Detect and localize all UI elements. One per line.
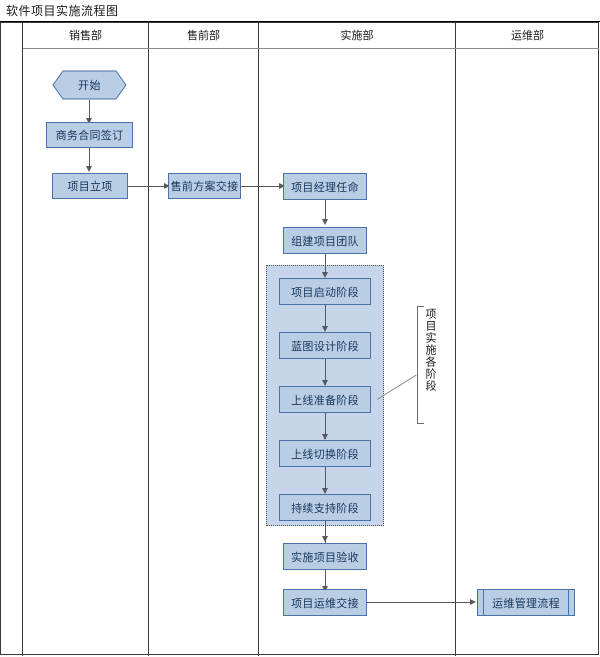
arrowhead-kickoff — [322, 272, 328, 278]
node-project-setup-label: 项目立项 — [67, 180, 113, 193]
connector-contract-to-setup — [89, 148, 90, 170]
connector-support-to-acceptance — [325, 521, 326, 543]
node-phase-prelaunch[interactable]: 上线准备阶段 — [279, 386, 371, 413]
hexagon-shape — [52, 70, 127, 100]
node-start-label: 开始 — [78, 79, 101, 92]
node-phase-cutover[interactable]: 上线切换阶段 — [279, 440, 371, 467]
arrowhead-handover — [164, 183, 170, 189]
lane-header-implementation: 实施部 — [340, 29, 374, 42]
connector-opshandover-to-opsprocess — [364, 602, 474, 603]
connector-blueprint-to-prelaunch — [325, 359, 326, 385]
node-presales-handover[interactable]: 售前方案交接 — [168, 173, 241, 199]
swimlane-frame: 销售部 售前部 实施部 运维部 — [0, 22, 599, 656]
arrowhead-cutover — [322, 434, 328, 440]
arrowhead-setup — [86, 166, 92, 172]
node-ops-process-label: 运维管理流程 — [492, 596, 560, 610]
arrowhead-team — [322, 219, 328, 225]
annotation-bracket — [417, 306, 424, 424]
connector-setup-to-handover — [128, 186, 168, 187]
connector-team-to-kickoff — [325, 254, 326, 276]
node-phase-support-label: 持续支持阶段 — [291, 501, 359, 515]
lane-divider-2 — [258, 23, 259, 656]
lane-divider-0 — [22, 23, 23, 656]
node-phase-blueprint-label: 蓝图设计阶段 — [291, 339, 359, 353]
lane-divider-3 — [455, 23, 456, 656]
node-presales-handover-label: 售前方案交接 — [170, 180, 239, 193]
node-ops-handover-label: 项目运维交接 — [291, 596, 359, 610]
node-acceptance-label: 实施项目验收 — [291, 550, 359, 564]
connector-handover-to-pm — [240, 186, 282, 187]
node-contract[interactable]: 商务合同签订 — [46, 122, 133, 148]
arrowhead-prelaunch — [322, 380, 328, 386]
node-phase-kickoff-label: 项目启动阶段 — [291, 285, 359, 299]
connector-kickoff-to-blueprint — [325, 305, 326, 331]
connector-start-to-contract — [89, 100, 90, 122]
arrowhead-pm — [279, 183, 285, 189]
lane-header-presales: 售前部 — [187, 29, 220, 42]
lane-header-operations: 运维部 — [511, 29, 544, 42]
node-phase-prelaunch-label: 上线准备阶段 — [291, 393, 359, 407]
lane-header-rule — [23, 48, 599, 49]
arrowhead-blueprint — [322, 326, 328, 332]
diagram-title: 软件项目实施流程图 — [6, 4, 119, 18]
node-acceptance[interactable]: 实施项目验收 — [283, 543, 367, 570]
connector-pm-to-team — [325, 200, 326, 222]
connector-prelaunch-to-cutover — [325, 413, 326, 439]
lane-header-sales: 销售部 — [69, 29, 102, 42]
node-contract-label: 商务合同签订 — [55, 129, 124, 142]
arrowhead-support — [322, 488, 328, 494]
node-start[interactable]: 开始 — [52, 70, 127, 100]
node-pm-appoint-label: 项目经理任命 — [291, 180, 359, 194]
node-phase-blueprint[interactable]: 蓝图设计阶段 — [279, 332, 371, 359]
node-pm-appoint[interactable]: 项目经理任命 — [283, 173, 367, 200]
connector-acceptance-to-opshandover — [325, 570, 326, 592]
annotation-label: 项目实施各阶段 — [424, 308, 437, 392]
node-ops-process[interactable]: 运维管理流程 — [477, 589, 575, 616]
lane-divider-1 — [148, 23, 149, 656]
arrowhead-contract — [86, 118, 92, 124]
node-project-setup[interactable]: 项目立项 — [52, 173, 128, 199]
title-bar: 软件项目实施流程图 — [0, 0, 600, 22]
node-phase-kickoff[interactable]: 项目启动阶段 — [279, 278, 371, 305]
node-team-build[interactable]: 组建项目团队 — [283, 227, 367, 254]
node-phase-cutover-label: 上线切换阶段 — [291, 447, 359, 461]
arrowhead-acceptance — [322, 536, 328, 542]
connector-cutover-to-support — [325, 467, 326, 493]
arrowhead-opsprocess — [470, 599, 476, 605]
node-phase-support[interactable]: 持续支持阶段 — [279, 494, 371, 521]
node-ops-handover[interactable]: 项目运维交接 — [283, 589, 367, 616]
node-team-build-label: 组建项目团队 — [291, 234, 359, 248]
